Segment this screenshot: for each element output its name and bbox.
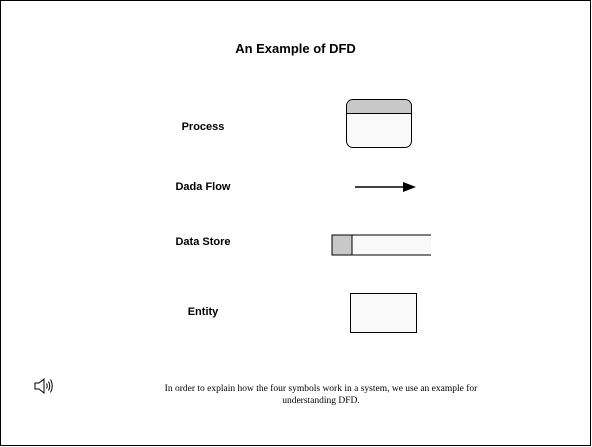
- data-flow-label: Dada Flow: [175, 181, 231, 193]
- entity-label: Entity: [187, 306, 219, 318]
- process-symbol-header: [347, 100, 411, 114]
- data-flow-arrow: [355, 182, 416, 192]
- caption-line-2: understanding DFD.: [282, 396, 360, 406]
- data-store-label: Data Store: [175, 236, 231, 248]
- data-store-symbol: [331, 234, 431, 256]
- slide-caption: In order to explain how the four symbols…: [61, 383, 581, 407]
- speaker-icon[interactable]: [34, 378, 54, 394]
- entity-symbol: [350, 293, 417, 333]
- process-symbol: [346, 99, 412, 148]
- caption-line-1: In order to explain how the four symbols…: [164, 384, 478, 394]
- slide-title: An Example of DFD: [235, 41, 356, 56]
- process-label: Process: [181, 121, 225, 133]
